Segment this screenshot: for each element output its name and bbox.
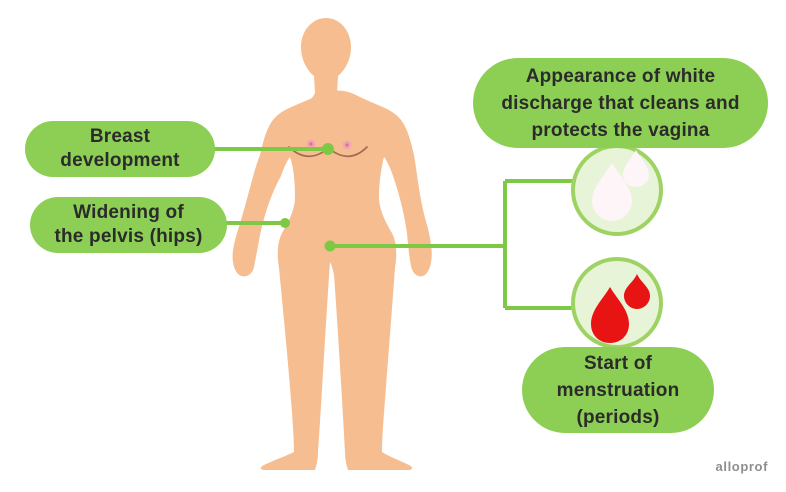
pelvis-anchor-dot (280, 218, 290, 228)
blood-drops-circle (571, 257, 663, 349)
label-line: Widening of (73, 202, 184, 223)
label-line: menstruation (556, 379, 680, 401)
nipple-left-dot (309, 142, 313, 146)
body-torso (232, 90, 432, 470)
label-line: development (60, 150, 180, 171)
alloprof-watermark: alloprof (715, 459, 768, 474)
label-line: (periods) (576, 406, 660, 428)
white-drop-large (592, 163, 632, 221)
label-line: protects the vagina (531, 119, 710, 141)
label-breast-development: Breast development (25, 121, 215, 177)
label-line: Breast (89, 126, 151, 147)
label-line: discharge that cleans and (501, 92, 740, 114)
genital-anchor-dot (324, 240, 336, 252)
blood-drop-large (591, 287, 629, 343)
discharge-icon-circle (571, 144, 663, 236)
breast-anchor-dot (322, 143, 334, 155)
label-widening-pelvis: Widening of the pelvis (hips) (30, 197, 227, 253)
body-head (297, 18, 355, 107)
blood-drops-icon (591, 274, 650, 343)
nipple-right-dot (345, 143, 349, 147)
label-start-menstruation: Start of menstruation (periods) (522, 347, 714, 433)
label-line: the pelvis (hips) (54, 226, 203, 247)
breast-contour-right (330, 146, 368, 158)
genital-connector-line (330, 179, 576, 310)
label-line: Appearance of white (525, 65, 716, 87)
label-line: Start of (583, 352, 653, 374)
label-white-discharge: Appearance of white discharge that clean… (473, 58, 768, 148)
white-drop-small (623, 150, 649, 187)
white-drops-icon (592, 150, 649, 221)
blood-drop-small (624, 274, 650, 309)
